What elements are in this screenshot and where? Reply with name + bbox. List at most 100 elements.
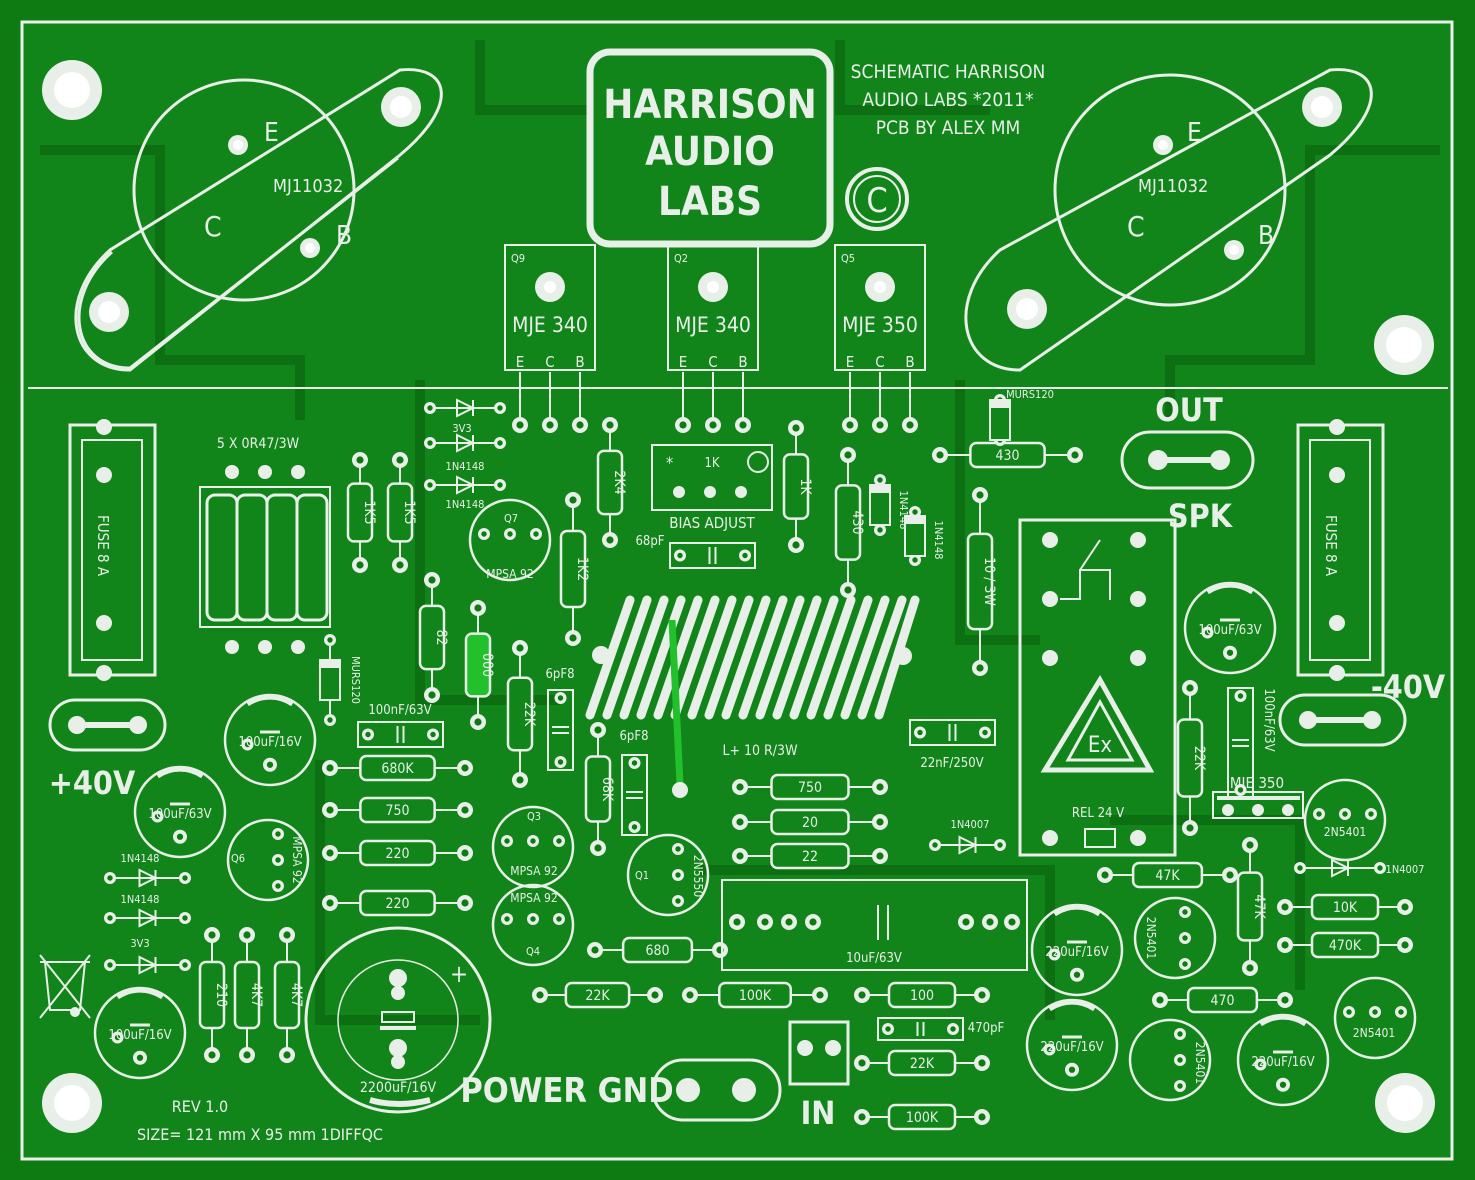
resistor-r_210: 210	[198, 927, 229, 1063]
diode-d_1n4148b: 1N4148	[424, 475, 506, 511]
driver-part: MJE 350	[842, 313, 918, 337]
resistor-r_22k: 22K	[506, 640, 537, 788]
resistor-r_2k4: 2K4	[596, 417, 627, 548]
diode-d_murs_b: MURS120	[319, 634, 362, 726]
ecap-value: 220uF/16V	[1040, 1040, 1103, 1055]
driver-pin: E	[516, 353, 525, 371]
capacitor-c_470pf: 470pF	[877, 1017, 1005, 1041]
diode-d_3v3b: 3V3	[104, 937, 191, 975]
resistor-value: 10K	[1333, 900, 1358, 916]
resistor-r_1k2: 1K2	[559, 492, 590, 646]
capacitor-value: 470pF	[968, 1021, 1005, 1036]
capacitor-value: 100nF/63V	[1261, 688, 1276, 751]
driver-pin: B	[738, 353, 747, 371]
ecap-e_220c: 220uF/16V	[1236, 1013, 1330, 1107]
ecap-value: 100uF/63V	[1198, 623, 1261, 638]
resistor-value: 680K	[381, 761, 414, 777]
diode-value: 1N4007	[951, 818, 990, 831]
copyright-icon: C	[845, 167, 909, 231]
resistor-value: 100K	[739, 988, 772, 1004]
logo-line3: LABS	[658, 179, 762, 225]
resistor-r_22k_b: 22K	[532, 981, 663, 1009]
mount-hole-bl	[42, 1073, 102, 1133]
driver-pin: E	[679, 353, 688, 371]
resistor-value: 68K	[599, 777, 615, 802]
resistor-value: 210	[213, 983, 229, 1007]
fuse-right: FUSE 8 A	[1296, 419, 1385, 681]
driver-pin: C	[875, 353, 884, 371]
capacitor-value: 22nF/250V	[920, 756, 983, 771]
svg-text:*: *	[666, 453, 673, 472]
capacitor-value: 68pF	[635, 534, 664, 549]
minus40-label: -40V	[1371, 668, 1446, 706]
small-transistor-9: 2N5401	[1333, 976, 1417, 1060]
bias-trimmer: * 1K BIAS ADJUST	[651, 444, 773, 532]
driver-ref: Q9	[511, 252, 525, 265]
driver-ref: Q2	[674, 252, 688, 265]
diode-d_1n4148a: 1N4148	[104, 893, 191, 928]
diode-d_murs: MURS120	[989, 388, 1054, 446]
transistor-label: MPSA 92	[510, 891, 557, 905]
diode-d_1n4148c: 1N4148	[869, 474, 910, 536]
pt1-b: B	[336, 221, 352, 251]
mount-hole-br	[1375, 1073, 1435, 1133]
pt1-c: C	[204, 210, 222, 243]
mount-hole-tr	[1374, 315, 1434, 375]
resistor-value: 4K7	[248, 983, 264, 1007]
pt2-part: MJ11032	[1138, 176, 1208, 197]
transistor-label: 2N5401	[1353, 1026, 1395, 1040]
pt1-e: E	[264, 118, 279, 148]
ecap-value: 220uF/16V	[1251, 1055, 1314, 1070]
svg-text:Ex: Ex	[1088, 733, 1113, 758]
diode-d_1n4007a: 1N4007	[929, 818, 1006, 855]
fuse-left-label: FUSE 8 A	[94, 515, 112, 577]
resistor-r_100k_b: 100K	[854, 1103, 990, 1131]
speaker-out-pad: OUT SPK	[1120, 391, 1255, 535]
resistor-r_10_3w: 10 / 3W	[966, 487, 997, 676]
relay: Ex REL 24 V	[1018, 518, 1177, 857]
emitter-res-label: 5 X 0R47/3W	[217, 436, 300, 452]
resistor-r_47k: 47K	[1097, 861, 1238, 889]
resistor-r_220b: 220	[322, 889, 473, 917]
resistor-value: 100	[910, 988, 934, 1004]
pt2-e: E	[1187, 118, 1202, 148]
resistor-value: 430	[849, 510, 865, 534]
driver-part: MJE 340	[675, 313, 751, 337]
diode-value: 1N4148	[446, 498, 485, 511]
input-connector: IN	[788, 1020, 850, 1132]
resistor-r_000: 000	[464, 600, 495, 730]
diode-d_1n4148d: 1N4148	[904, 506, 945, 566]
resistor-value: 2K4	[611, 470, 627, 494]
small-transistor-8: 2N5401	[1128, 1018, 1212, 1102]
spk-label: SPK	[1168, 497, 1234, 535]
relay-label: REL 24 V	[1072, 806, 1124, 821]
diode-value: 1N4148	[121, 893, 160, 906]
resistor-r_750b: 750	[732, 773, 888, 801]
resistor-r_47k_b: 47K	[1236, 837, 1267, 976]
ecap-e_100_16b: 100uF/16V	[93, 986, 187, 1080]
resistor-value: 22K	[521, 702, 537, 727]
pt2-c: C	[1127, 210, 1145, 243]
diode-value: 1N4007	[1386, 863, 1425, 876]
resistor-value: 22K	[910, 1056, 935, 1072]
driver-pin: B	[905, 353, 914, 371]
resistor-r_1k: 1K	[782, 420, 813, 553]
diode-d_1n4148e: 1N4148	[104, 852, 191, 888]
power-transistor-right: MJ11032 E C B	[964, 68, 1373, 372]
diode-value: MURS120	[349, 656, 362, 704]
diode-d_3v3b: 3V3	[424, 398, 506, 435]
ex-warning-icon: Ex	[1040, 675, 1155, 773]
output-inductor: L+ 10 R/3W	[585, 595, 920, 798]
transistor-label: MPSA 92	[486, 567, 533, 581]
fuse-right-label: FUSE 8 A	[1322, 515, 1340, 577]
resistor-value: 220	[385, 846, 409, 862]
pt1-part: MJ11032	[273, 176, 343, 197]
small-transistor-7: 2N5401	[1133, 896, 1217, 980]
resistor-r_430: 430	[834, 447, 865, 598]
transistor-ref: Q1	[635, 869, 649, 882]
ecap-e_100_63b: 100uF/63V	[1183, 581, 1277, 675]
